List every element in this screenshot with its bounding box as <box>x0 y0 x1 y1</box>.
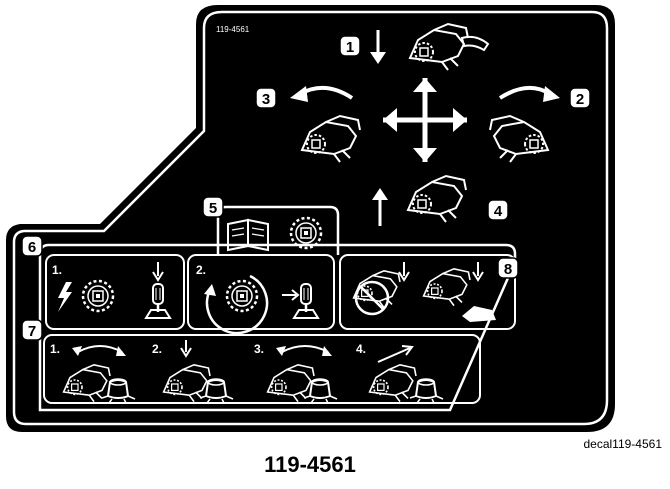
part-number-caption: 119-4561 <box>264 452 356 477</box>
callout-4-group: 4 <box>372 175 509 226</box>
step6-1-box <box>45 254 185 330</box>
arrow-curve-left-icon <box>290 86 354 102</box>
step7-2-label: 2. <box>152 342 162 356</box>
callout-1: 1 <box>346 39 354 56</box>
step7-3-label: 3. <box>254 342 264 356</box>
callout-5: 5 <box>209 200 217 217</box>
step7-4-label: 4. <box>356 342 366 356</box>
step8-box <box>339 254 516 330</box>
step6-2-box <box>187 254 335 330</box>
arrow-curve-right-icon <box>498 86 560 102</box>
callout-7-group: 7 <box>21 319 43 341</box>
callout-6: 6 <box>28 239 36 256</box>
decal-file-label: decal119-4561 <box>583 437 662 451</box>
prohibition-icon <box>354 280 390 316</box>
step7-1-label: 1. <box>50 342 60 356</box>
rotation-icon <box>204 274 269 335</box>
callout-1-group: 1 <box>339 23 490 71</box>
step6-1-label: 1. <box>52 263 62 277</box>
callout-4: 4 <box>494 203 503 220</box>
callout-8: 8 <box>504 261 512 278</box>
decal-inner-outline <box>12 10 609 426</box>
step6-2-label: 2. <box>196 263 206 277</box>
step7-box <box>43 334 481 404</box>
corner-id-label: 119-4561 <box>216 25 250 34</box>
hand-icon <box>460 35 490 52</box>
callout-2-group: 2 <box>489 86 591 163</box>
callout-6-group: 6 <box>21 235 43 257</box>
arrow-up-icon <box>372 188 388 226</box>
callout-3-group: 3 <box>255 86 361 163</box>
callout-5-group: 5 <box>202 196 224 218</box>
callout-2: 2 <box>576 91 584 108</box>
stump-surface-icon <box>462 306 496 322</box>
arrow-down-icon <box>370 30 386 64</box>
callout-8-group: 8 <box>497 257 519 279</box>
callout-7: 7 <box>28 323 36 340</box>
lightning-icon <box>58 282 72 312</box>
callout-3: 3 <box>262 91 270 108</box>
four-way-arrows-icon <box>383 78 467 162</box>
